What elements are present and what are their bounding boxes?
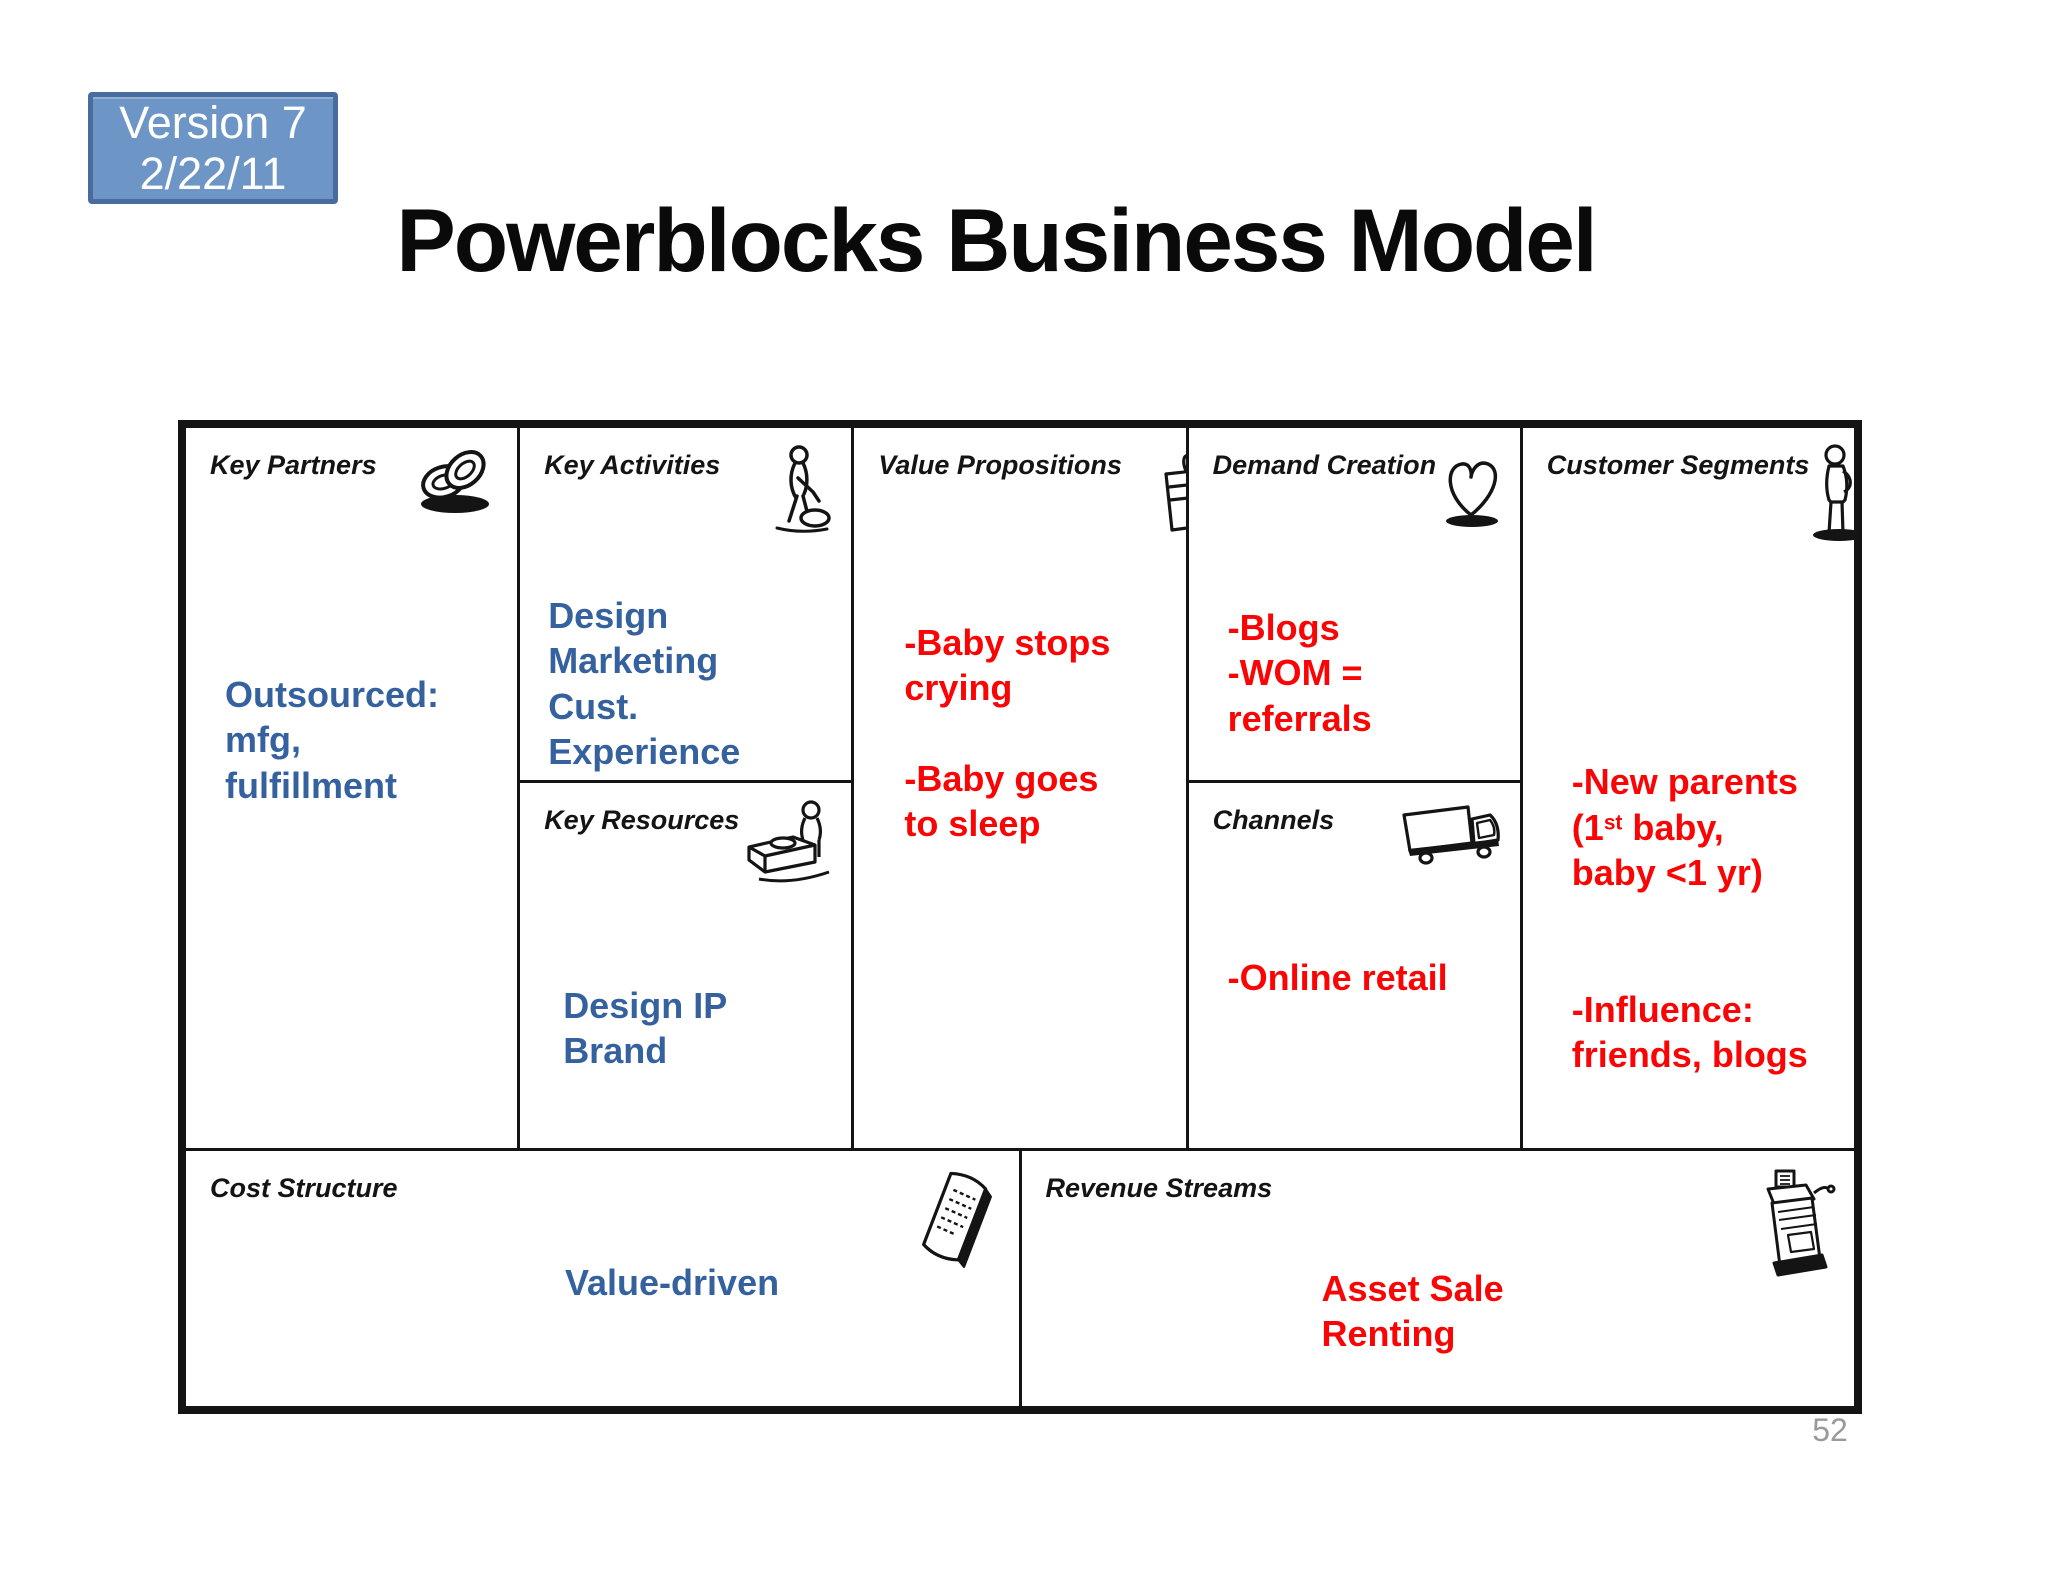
value-propositions-content: -Baby stops crying -Baby goes to sleep xyxy=(904,622,1111,845)
person-machine-icon xyxy=(739,799,835,887)
cell-demand-creation: Demand Creation -Blogs -WOM = referrals xyxy=(1188,428,1520,780)
version-badge: Version 7 2/22/11 xyxy=(88,92,338,204)
cell-key-partners: Key Partners xyxy=(186,428,518,1148)
customer-segments-label: Customer Segments xyxy=(1546,450,1810,480)
cell-header: Revenue Streams xyxy=(1022,1151,1855,1285)
cash-register-icon xyxy=(1748,1167,1836,1285)
cell-customer-segments: Customer Segments xyxy=(1522,428,1854,1148)
cell-channels: Channels -Online retail xyxy=(1188,783,1520,1148)
key-partners-content: Outsourced: mfg, fulfillment xyxy=(225,674,440,806)
key-resources-content: Design IP Brand xyxy=(563,985,728,1072)
cell-header: Channels xyxy=(1189,783,1520,879)
standing-person-icon xyxy=(1809,444,1854,544)
customer-segments-item1: -New parents (1st baby, baby <1 yr) xyxy=(1571,761,1798,894)
canvas-grid-top: Key Partners xyxy=(186,428,1854,1148)
cell-revenue-streams: Revenue Streams xyxy=(1021,1151,1855,1406)
version-badge-line1: Version 7 xyxy=(119,97,307,148)
channels-content: -Online retail xyxy=(1227,957,1448,998)
receipt-icon xyxy=(907,1167,1001,1279)
superscript-st: st xyxy=(1603,811,1623,835)
cost-structure-content: Value-driven xyxy=(565,1262,780,1303)
cost-structure-label: Cost Structure xyxy=(210,1173,398,1203)
cell-header: Key Partners xyxy=(186,428,517,516)
gift-box-icon xyxy=(1146,444,1186,546)
heart-icon xyxy=(1436,444,1506,530)
key-activities-content: Design Marketing Cust. Experience xyxy=(548,595,741,773)
person-working-icon xyxy=(769,444,833,536)
cell-header: Key Resources xyxy=(520,783,851,887)
revenue-streams-label: Revenue Streams xyxy=(1045,1173,1273,1203)
linked-rings-icon xyxy=(407,444,499,516)
cell-header: Cost Structure xyxy=(186,1151,1019,1279)
revenue-streams-content: Asset Sale Renting xyxy=(1321,1268,1504,1355)
cell-header: Value Propositions xyxy=(854,428,1186,546)
key-resources-label: Key Resources xyxy=(544,805,740,835)
key-activities-label: Key Activities xyxy=(544,450,721,480)
key-partners-label: Key Partners xyxy=(210,450,377,480)
business-model-canvas: Key Partners xyxy=(178,420,1862,1414)
canvas-grid-bottom: Cost Structure Value-driven xyxy=(186,1151,1854,1406)
cell-key-activities: Key Activities Design Marketin xyxy=(520,428,852,780)
value-propositions-label: Value Propositions xyxy=(878,450,1122,480)
cell-header: Demand Creation xyxy=(1189,428,1520,530)
customer-segments-item2: -Influence: friends, blogs xyxy=(1571,988,1808,1076)
cell-cost-structure: Cost Structure Value-driven xyxy=(186,1151,1019,1406)
customer-segments-content: -New parents (1st baby, baby <1 yr) -Inf… xyxy=(1572,714,1808,1123)
page-number: 52 xyxy=(1812,1412,1848,1448)
demand-creation-content: -Blogs -WOM = referrals xyxy=(1227,607,1372,739)
version-badge-line2: 2/22/11 xyxy=(139,148,287,199)
cell-key-resources: Key Resources Design IP Brand xyxy=(520,783,852,1148)
cell-header: Key Activities xyxy=(520,428,851,536)
cell-value-propositions: Value Propositions xyxy=(854,428,1186,1148)
page-title: Powerblocks Business Model xyxy=(396,190,1597,290)
demand-creation-label: Demand Creation xyxy=(1212,450,1437,480)
channels-label: Channels xyxy=(1212,805,1335,835)
cell-header: Customer Segments xyxy=(1523,428,1854,544)
delivery-truck-icon xyxy=(1398,799,1502,879)
